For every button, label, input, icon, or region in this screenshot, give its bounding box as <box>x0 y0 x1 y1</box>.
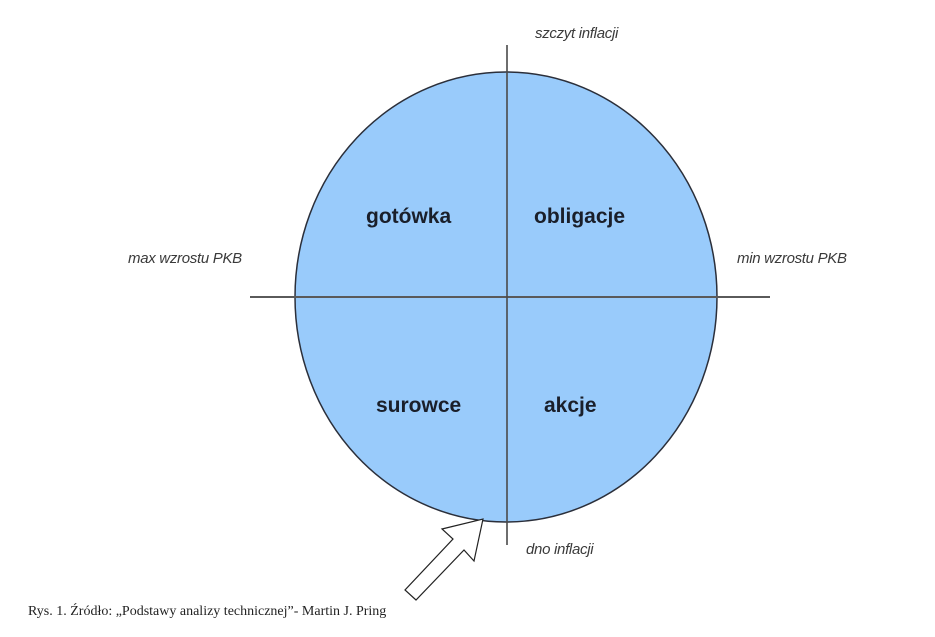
label-max-gdp-growth: max wzrostu PKB <box>128 250 242 267</box>
quadrant-stocks: akcje <box>544 394 597 417</box>
figure-caption: Rys. 1. Źródło: „Podstawy analizy techni… <box>28 604 387 619</box>
quadrant-bonds: obligacje <box>534 205 626 228</box>
quadrant-cash: gotówka <box>366 205 452 228</box>
label-min-gdp-growth: min wzrostu PKB <box>737 250 847 267</box>
label-inflation-bottom: dno inflacji <box>526 541 594 558</box>
arrow-icon <box>404 518 484 601</box>
label-inflation-peak: szczyt inflacji <box>535 25 619 42</box>
quadrant-commodities: surowce <box>376 394 462 417</box>
